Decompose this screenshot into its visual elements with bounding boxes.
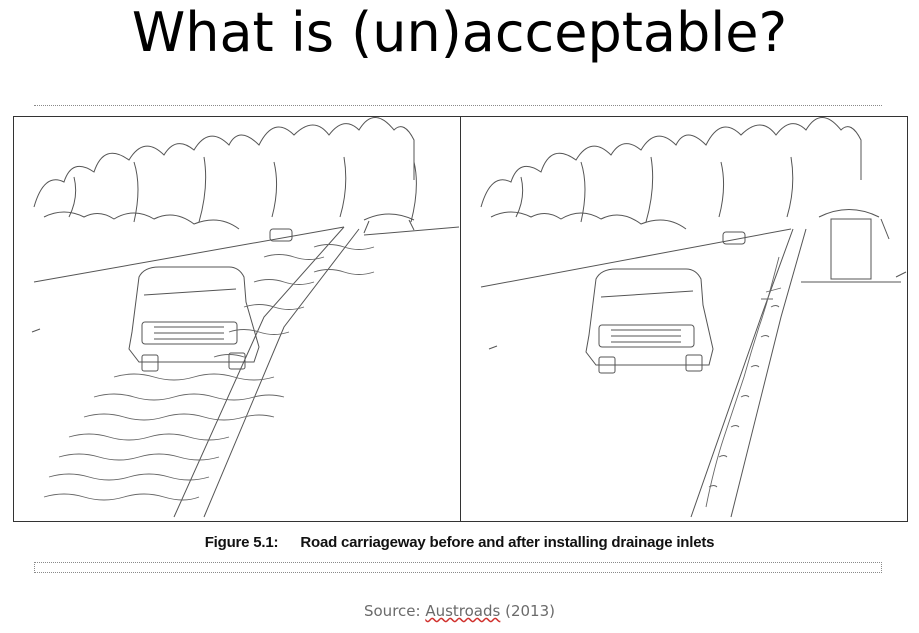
before-panel (14, 117, 461, 521)
figure-number: Figure 5.1: (204, 534, 279, 551)
floodwater (43, 244, 375, 501)
after-panel (461, 117, 907, 521)
distant-car (269, 228, 293, 242)
tree-line (33, 117, 415, 208)
top-divider (34, 105, 882, 106)
main-car (585, 268, 714, 374)
distant-car (722, 231, 746, 245)
figure-caption: Figure 5.1: Road carriageway before and a… (0, 534, 919, 551)
road-kerb (173, 226, 345, 518)
road-kerb (690, 228, 794, 518)
road-far-edge (33, 226, 345, 283)
tree-line (480, 117, 862, 208)
main-car (128, 266, 260, 372)
road-flooded-sketch (31, 117, 460, 518)
caption-divider (34, 562, 882, 573)
road-drained-sketch (480, 117, 907, 518)
source-prefix: Source: (363, 602, 426, 620)
figure-caption-text: Road carriageway before and after instal… (300, 534, 715, 551)
source-line: Source: Austroads (2013) (0, 602, 919, 620)
slide-title: What is (un)acceptable? (131, 1, 788, 64)
bus-shelter (363, 213, 415, 234)
bus-shelter (818, 209, 890, 280)
road-far-edge (480, 228, 792, 288)
source-name: Austroads (425, 602, 501, 620)
figure-frame (13, 116, 908, 522)
source-year: (2013) (500, 602, 555, 620)
gutter-water (705, 256, 782, 508)
